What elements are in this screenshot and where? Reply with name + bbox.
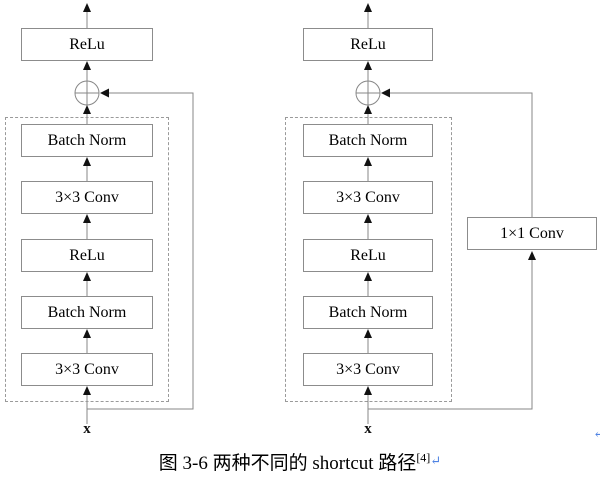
batch-norm-box-right-1: Batch Norm xyxy=(303,124,433,157)
sum-icon-left xyxy=(74,80,100,106)
conv3x3-box-right-1: 3×3 Conv xyxy=(303,181,433,214)
residual-body-outline-left xyxy=(5,117,169,402)
edge-paragraph-mark-icon: ↵ xyxy=(593,427,600,442)
batch-norm-box-right-2: Batch Norm xyxy=(303,296,433,329)
batch-norm-box-left-1: Batch Norm xyxy=(21,124,153,157)
input-label-right: x xyxy=(364,421,372,437)
residual-body-outline-right xyxy=(285,117,452,402)
paragraph-mark-icon: ↵ xyxy=(430,453,442,468)
arrowheads xyxy=(83,3,536,395)
conv3x3-box-right-2: 3×3 Conv xyxy=(303,353,433,386)
conv3x3-box-left-1: 3×3 Conv xyxy=(21,181,153,214)
relu-output-box-left: ReLu xyxy=(21,28,153,61)
relu-box-right: ReLu xyxy=(303,239,433,272)
batch-norm-box-left-2: Batch Norm xyxy=(21,296,153,329)
input-label-left: x xyxy=(83,421,91,437)
sum-icon-right xyxy=(355,80,381,106)
conv3x3-box-left-2: 3×3 Conv xyxy=(21,353,153,386)
citation-superscript: [4] xyxy=(416,450,431,465)
conv1x1-shortcut-box: 1×1 Conv xyxy=(467,217,597,250)
relu-box-left: ReLu xyxy=(21,239,153,272)
relu-output-box-right: ReLu xyxy=(303,28,433,61)
figure-caption-text: 图 3-6 两种不同的 shortcut 路径 xyxy=(158,453,417,474)
figure-caption: 图 3-6 两种不同的 shortcut 路径[4]↵ xyxy=(0,448,600,475)
